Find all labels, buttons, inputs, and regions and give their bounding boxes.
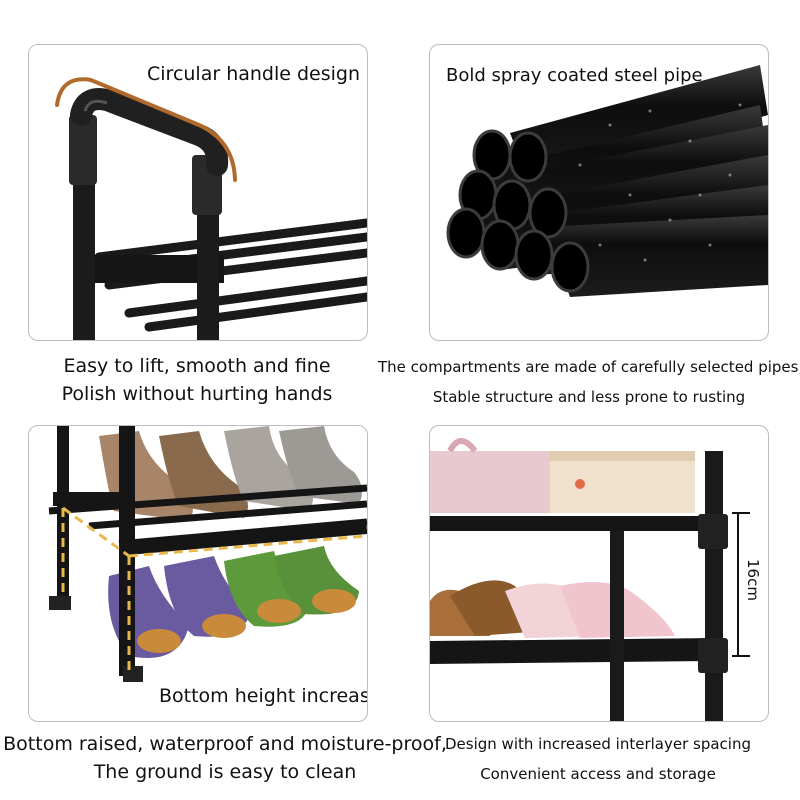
pipes-caption-line-1: The compartments are made of carefully s… bbox=[378, 358, 800, 376]
bottom-rack-image bbox=[48, 426, 367, 682]
panel-handle: Circular handle design bbox=[28, 44, 368, 341]
bottom-caption: Bottom raised, waterproof and moisture-p… bbox=[0, 730, 450, 786]
steel-pipes-image bbox=[446, 65, 768, 297]
panel-pipes: Bold spray coated steel pipe bbox=[429, 44, 769, 341]
handle-highlight-curve bbox=[55, 77, 237, 182]
bottom-caption-line-2: The ground is easy to clean bbox=[93, 761, 357, 783]
handle-label: Circular handle design bbox=[147, 63, 361, 85]
panel-spacing: 16cm bbox=[429, 425, 769, 722]
pipes-caption: The compartments are made of carefully s… bbox=[378, 352, 800, 412]
pipes-caption-line-2: Stable structure and less prone to rusti… bbox=[432, 388, 746, 406]
spacing-caption: Design with increased interlayer spacing… bbox=[429, 729, 767, 789]
spacing-dimension-label: 16cm bbox=[744, 559, 762, 601]
bottom-label: Bottom height increase bbox=[159, 685, 368, 707]
panel-bottom: Bottom height increase bbox=[28, 425, 368, 722]
handle-caption-line-1: Easy to lift, smooth and fine bbox=[63, 355, 331, 377]
pipes-label: Bold spray coated steel pipe bbox=[446, 65, 703, 86]
spacing-caption-line-1: Design with increased interlayer spacing bbox=[445, 735, 751, 753]
handle-caption-line-2: Polish without hurting hands bbox=[61, 383, 333, 405]
spacing-rack-image bbox=[430, 438, 750, 721]
handle-caption: Easy to lift, smooth and fine Polish wit… bbox=[28, 352, 366, 408]
bottom-caption-line-1: Bottom raised, waterproof and moisture-p… bbox=[3, 733, 447, 755]
handle-rack-image bbox=[55, 77, 367, 340]
spacing-caption-line-2: Convenient access and storage bbox=[480, 765, 716, 783]
